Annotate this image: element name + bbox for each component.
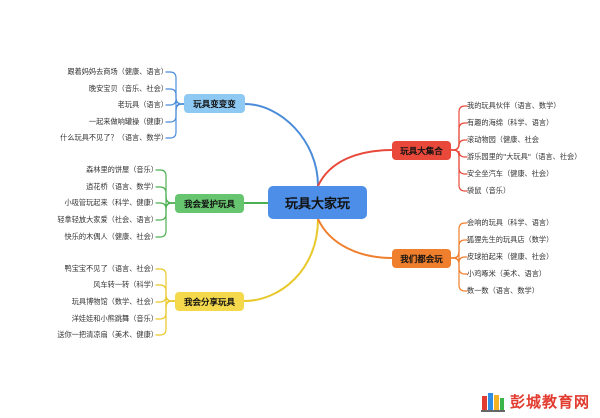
leaf-green-2: 逍花桥（语言、数学） [86,182,158,191]
leaf-orange-1: 会响的玩具（科学、语言） [467,218,554,227]
leaf-blue-1: 跟着妈妈去商场（健康、语言） [67,67,168,76]
connector-orange-5 [450,257,468,292]
leaf-yellow-3: 玩具博物馆（数学、社会） [71,297,158,306]
leaf-orange-4: 小鸡啄米（美术、语言） [467,269,547,278]
connector-yellow-5 [155,300,176,336]
connector-orange-3 [450,251,468,264]
branch-share-toys: 我会分享玩具 [175,292,244,311]
leaf-orange-5: 数一数（语言、数学） [467,286,539,295]
connector-center-blue [244,103,319,187]
leaf-green-4: 轻拿轻放大家爱（社会、语言） [57,215,158,224]
leaf-blue-5: 什么玩具不见了？（语言、数学） [60,133,168,142]
connector-blue-1 [165,71,185,105]
books-icon [481,393,505,412]
connector-blue-4 [165,103,185,123]
branch-toy-transform: 玩具变变变 [184,94,245,113]
leaf-green-3: 小吸管玩起来（科学、健康） [64,198,158,207]
leaf-orange-2: 狐狸先生的玩具店（数学） [467,235,554,244]
leaf-red-1: 我的玩具伙伴（语言、数学） [467,101,561,110]
branch-we-can-play: 我们都会玩 [392,249,451,268]
leaf-yellow-2: 风车转一转（科学） [93,280,158,289]
connector-blue-5 [165,103,185,139]
site-watermark: 彭城教育网 [480,388,598,414]
connector-green-3 [155,196,176,210]
connector-red-6 [450,149,468,192]
leaf-green-5: 快乐的木偶人（健康、社会） [64,232,158,241]
leaf-yellow-5: 送你一把清凉扇（美术、健康） [57,330,158,339]
connector-yellow-2 [155,284,176,302]
leaf-blue-3: 老玩具（语言） [117,100,168,109]
watermark-text: 彭城教育网 [510,392,591,411]
connector-green-5 [155,202,176,238]
leaf-red-6: 袋鼠（音乐） [467,186,511,195]
connector-center-yellow [243,218,319,302]
leaf-orange-3: 皮球拍起来（健康、社会） [467,252,554,261]
connector-center-orange [317,218,393,259]
leaf-blue-2: 晚安宝贝（音乐、社会） [88,84,168,93]
leaf-red-4: 游乐园里的"大玩具"（语言、社会） [467,152,582,161]
branch-care-toys: 我会爱护玩具 [175,194,244,213]
leaf-red-5: 安全坐汽车（健康、社会） [467,169,554,178]
leaf-green-1: 森林里的饼屋（音乐） [86,165,158,174]
leaf-red-3: 滚动物园（健康、社会 [467,135,539,144]
leaf-red-2: 有趣的海绵（科学、语言） [467,118,554,127]
branch-toy-gathering: 玩具大集合 [392,141,451,160]
connector-red-3 [450,139,468,151]
connector-center-red [317,149,393,187]
leaf-blue-4: 一起来做响罐操（健康） [88,117,168,126]
connector-blue-2 [165,88,185,105]
leaf-yellow-4: 洋娃娃和小熊跳舞（音乐） [71,314,158,323]
central-topic: 玩具大家玩 [268,186,367,219]
leaf-yellow-1: 鸭宝宝不见了（语言、社会） [64,264,158,273]
